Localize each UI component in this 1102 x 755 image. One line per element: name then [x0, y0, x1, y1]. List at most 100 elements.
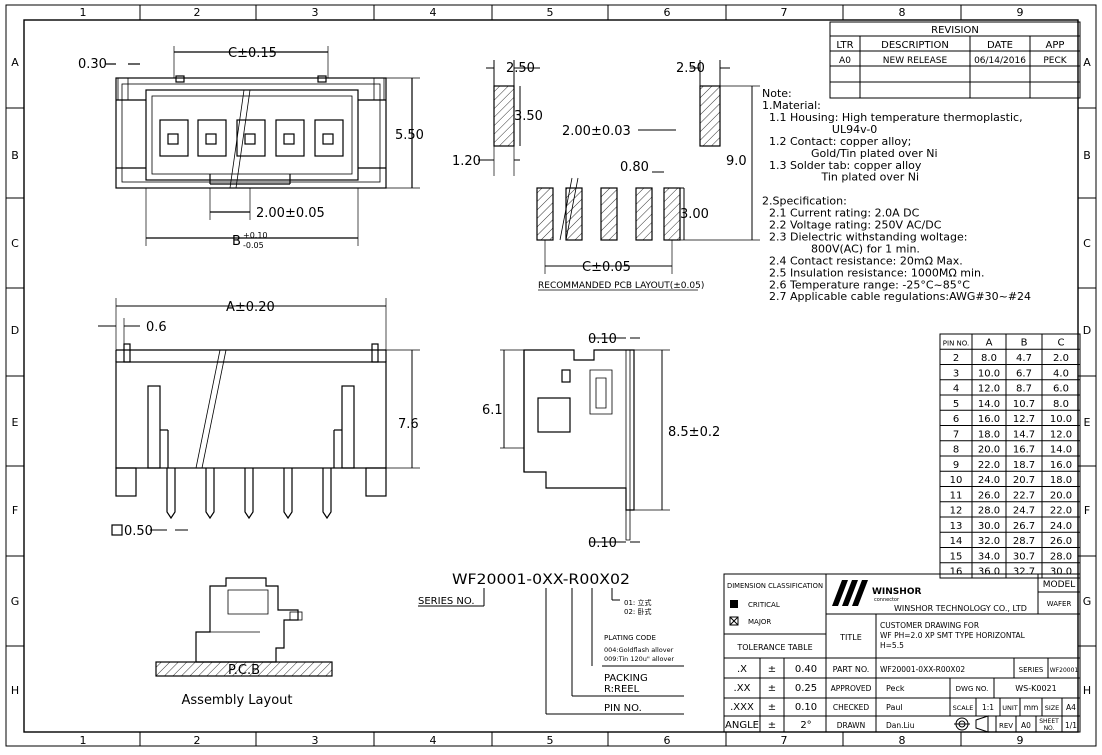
pin-table-cell: 15 — [950, 551, 963, 562]
pin-table-cell: 30.0 — [978, 521, 1000, 532]
pin-table-cell: 24.7 — [1013, 506, 1035, 517]
pin-table-cell: 12.7 — [1013, 414, 1035, 425]
grid-col-label: 5 — [547, 734, 554, 747]
note-line: 2.4 Contact resistance: 20mΩ Max. — [762, 254, 963, 267]
revision-title: REVISION — [931, 25, 979, 36]
tb-checked-value: Paul — [886, 703, 903, 712]
pin-table-cell: 10.7 — [1013, 399, 1035, 410]
dim-pcb-120: 1.20 — [452, 154, 481, 169]
grid-row-label: G — [1083, 595, 1092, 608]
grid-row-label: D — [11, 324, 19, 337]
tb-title-line-3: H=5.5 — [880, 641, 904, 650]
pin-table-cell: 14 — [950, 536, 963, 547]
tb-tol-table: TOLERANCE TABLE — [736, 643, 812, 652]
pin-table-cell: 2 — [953, 353, 959, 364]
pin-table-cell: 12 — [950, 506, 963, 517]
tb-model-value: WAFER — [1047, 600, 1072, 608]
pin-table-cell: 18.0 — [1050, 475, 1072, 486]
tb-title-line-2: WF PH=2.0 XP SMT TYPE HORIZONTAL — [880, 631, 1026, 640]
tol-sign: ± — [768, 664, 776, 675]
pin-table-cell: 2.0 — [1053, 353, 1069, 364]
tb-dwgno-label: DWG NO. — [956, 685, 989, 693]
dim-side-010b: 0.10 — [588, 536, 617, 551]
note-line: 2.7 Applicable cable regulations:AWG#30~… — [762, 290, 1031, 303]
tb-dwgno-value: WS-K0021 — [1015, 684, 1056, 693]
tb-partno-label: PART NO. — [833, 665, 870, 674]
pin-table-cell: 8.7 — [1016, 384, 1032, 395]
tb-scale-label: SCALE — [953, 704, 974, 712]
dim-side-61: 6.1 — [482, 403, 503, 418]
pin-table-cell: 26.7 — [1013, 521, 1035, 532]
grid-col-label: 9 — [1017, 734, 1024, 747]
pin-table-cell: 10.0 — [978, 368, 1000, 379]
pin-table-cell: 22.0 — [978, 460, 1000, 471]
dim-b: B — [232, 234, 241, 249]
grid-col-label: 6 — [664, 734, 671, 747]
grid-col-label: 5 — [547, 6, 554, 19]
tb-drawn-label: DRAWN — [837, 721, 865, 730]
pin-table-cell: 4.7 — [1016, 353, 1032, 364]
pin-table-cell: 32.7 — [1013, 567, 1035, 578]
grid-row-label: F — [12, 504, 18, 517]
note-line: 2.6 Temperature range: -25°C~85°C — [762, 278, 970, 291]
pin-table-cell: 26.0 — [1050, 536, 1072, 547]
tol-value: 2° — [800, 720, 811, 731]
revision-header-app: APP — [1046, 40, 1065, 51]
partnum-packing-1: PACKING — [604, 673, 648, 684]
tb-company: WINSHOR TECHNOLOGY CO., LTD — [894, 604, 1027, 613]
grid-row-label: B — [11, 149, 19, 162]
note-line: 2.5 Insulation resistance: 1000MΩ min. — [762, 266, 985, 279]
tb-model-label: MODEL — [1043, 580, 1075, 590]
dim-pcb-90: 9.0 — [726, 154, 747, 169]
note-line: 2.3 Dielectric withstanding woltage: — [762, 230, 967, 243]
pin-table-cell: 16.0 — [978, 414, 1000, 425]
note-line: 2.2 Voltage rating: 250V AC/DC — [762, 219, 942, 232]
pin-table-cell: 16.7 — [1013, 445, 1035, 456]
revision-cell: PECK — [1043, 56, 1067, 66]
revision-header-date: DATE — [987, 40, 1013, 51]
pin-table-cell: 22.7 — [1013, 490, 1035, 501]
grid-col-label: 8 — [899, 6, 906, 19]
top-view — [106, 46, 420, 246]
grid-row-label: H — [1083, 684, 1091, 697]
grid-col-label: 3 — [312, 734, 319, 747]
tb-title-line-1: CUSTOMER DRAWING FOR — [880, 621, 979, 630]
grid-row-label: A — [1083, 56, 1091, 69]
grid-col-label: 8 — [899, 734, 906, 747]
grid-row-label: C — [11, 237, 19, 250]
tb-sheet-label-2: NO. — [1044, 725, 1055, 732]
title-block-lines — [723, 573, 1081, 733]
company-logo-icon — [832, 580, 868, 606]
pin-table-cell: 13 — [950, 521, 963, 532]
dim-side-010a: 0.10 — [588, 332, 617, 347]
tb-approved-value: Peck — [886, 684, 905, 693]
side-view — [523, 349, 635, 541]
pin-table-cell: 16.0 — [1050, 460, 1072, 471]
tb-company-sub: connector — [874, 597, 900, 603]
pin-table-cell: 5 — [953, 399, 959, 410]
assembly-pcb-label: P.C.B — [228, 663, 260, 678]
revision-cell: NEW RELEASE — [883, 56, 948, 66]
tb-company-logo: WINSHOR — [872, 587, 921, 597]
pin-table-cell: 12.0 — [978, 384, 1000, 395]
tb-series-label: SERIES — [1019, 666, 1044, 674]
pin-table-cell: 36.0 — [978, 567, 1000, 578]
tol-value: 0.40 — [795, 664, 817, 675]
pcb-layout — [493, 85, 721, 241]
tb-unit-value: mm — [1024, 703, 1039, 712]
grid-col-label: 2 — [194, 6, 201, 19]
dim-pcb-300: 3.00 — [680, 207, 709, 222]
grid-row-label: B — [1083, 149, 1091, 162]
grid-col-label: 6 — [664, 6, 671, 19]
tol-value: 0.25 — [795, 683, 817, 694]
pin-table-lines — [939, 333, 1081, 579]
pin-table-cell: 8.0 — [981, 353, 997, 364]
dim-pcb-350: 3.50 — [514, 109, 543, 124]
pin-table-cell: 30.0 — [1050, 567, 1072, 578]
pin-table-header: C — [1058, 337, 1065, 348]
note-line: 800V(AC) for 1 min. — [762, 242, 920, 255]
tb-partno-value: WF20001-0XX-R00X02 — [880, 665, 965, 674]
pin-table-cell: 7 — [953, 429, 959, 440]
